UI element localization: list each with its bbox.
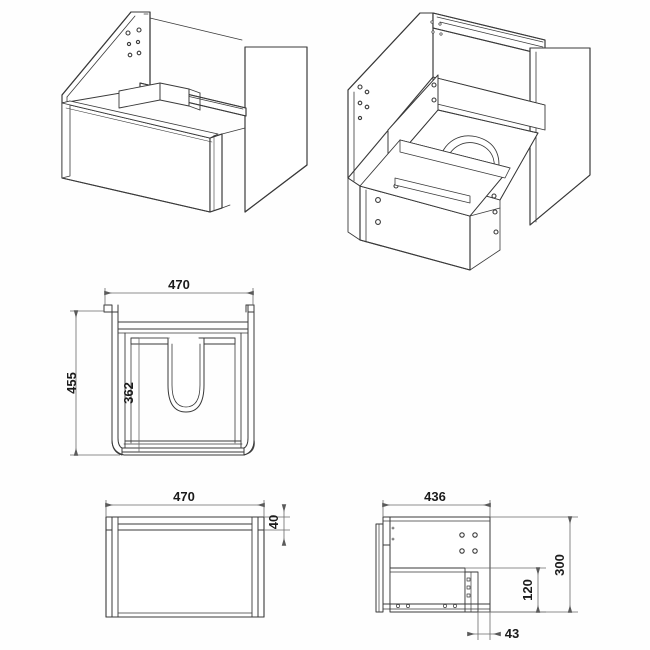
dim-side-offset [467, 612, 501, 640]
dim-label-side-lower-height: 120 [520, 579, 535, 601]
top-plan-view [105, 516, 265, 618]
dim-label-top-depth: 40 [266, 515, 281, 529]
dim-front-inner-height [138, 337, 170, 452]
dim-label-front-height: 455 [64, 372, 79, 394]
dim-side-depth [382, 500, 491, 517]
dim-top-width [105, 500, 265, 517]
dim-top-depth [264, 504, 290, 546]
dim-front-height [70, 310, 120, 456]
dim-label-top-width: 470 [173, 489, 195, 504]
dim-side-lower-height [465, 567, 546, 613]
dim-label-front-inner-height: 362 [121, 382, 136, 404]
iso-open-view [347, 12, 591, 271]
iso-closed-view [61, 11, 308, 213]
dim-label-side-height: 300 [552, 554, 567, 576]
front-elevation-view [103, 304, 255, 456]
dim-front-width [104, 288, 254, 305]
dim-label-front-width: 470 [168, 277, 190, 292]
dim-label-side-offset: 43 [505, 626, 519, 641]
side-elevation-view [375, 516, 491, 613]
dim-label-side-depth: 436 [424, 489, 446, 504]
